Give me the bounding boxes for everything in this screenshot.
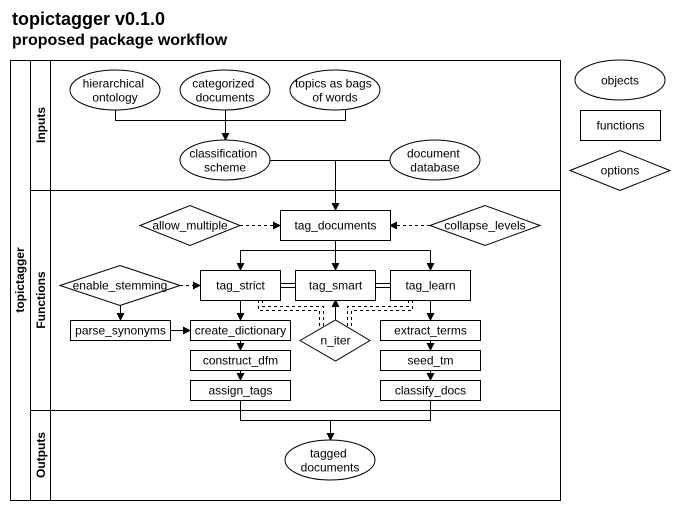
option-n-iter <box>299 319 371 362</box>
label-extract-terms: extract_terms <box>394 324 467 338</box>
diagram-title: topictagger v0.1.0 <box>12 9 166 29</box>
function-construct-dfm <box>190 350 291 371</box>
label-classification-scheme: classification scheme <box>189 147 260 175</box>
label-document-database: document database <box>407 147 463 175</box>
function-assign-tags <box>190 380 291 401</box>
connector-inputs-merge <box>115 110 346 121</box>
legend-objects-label: objects <box>601 74 639 88</box>
option-enable-stemming <box>58 264 182 307</box>
label-tag-strict: tag_strict <box>216 279 265 293</box>
label-create-dictionary: create_dictionary <box>195 324 286 338</box>
function-tag-smart <box>295 270 376 301</box>
function-parse-synonyms <box>70 320 171 341</box>
object-hierarchical-ontology <box>69 69 161 111</box>
label-classify-docs: classify_docs <box>395 384 466 398</box>
lane-label-functions: Functions <box>34 271 48 329</box>
lane-label-outputs: Outputs <box>34 432 48 478</box>
link-strict-smart <box>280 283 295 288</box>
label-collapse-levels: collapse_levels <box>444 219 525 233</box>
label-assign-tags: assign_tags <box>208 384 272 398</box>
object-categorized-documents <box>179 69 271 111</box>
pool-label: topictagger <box>13 247 27 313</box>
link-smart-learn <box>375 283 390 288</box>
label-tag-smart: tag_smart <box>309 279 363 293</box>
label-construct-dfm: construct_dfm <box>203 354 278 368</box>
function-tag-strict <box>200 270 281 301</box>
function-extract-terms <box>380 320 481 341</box>
function-seed-tm <box>380 350 481 371</box>
label-tag-documents: tag_documents <box>294 219 376 233</box>
label-n-iter: n_iter <box>320 334 350 348</box>
object-classification-scheme <box>179 139 271 181</box>
label-parse-synonyms: parse_synonyms <box>75 324 166 338</box>
function-create-dictionary <box>190 320 291 341</box>
label-enable-stemming: enable_stemming <box>73 279 168 293</box>
label-topics-as-bags: topics as bags of words <box>295 77 375 105</box>
object-document-database <box>389 139 481 181</box>
connector-tag-documents-fanout <box>240 240 431 251</box>
label-tag-learn: tag_learn <box>405 279 455 293</box>
label-tagged-documents: tagged documents <box>301 447 360 475</box>
pool-frame <box>10 60 561 501</box>
diagram-subtitle: proposed package workflow <box>12 32 228 49</box>
label-categorized-documents: categorized documents <box>192 77 257 105</box>
legend-functions-label: functions <box>596 119 644 133</box>
option-link-strict-to-n-iter <box>258 300 324 330</box>
label-allow-multiple: allow_multiple <box>152 219 228 233</box>
function-tag-documents <box>280 210 391 241</box>
option-link-learn-to-n-iter <box>347 300 413 330</box>
option-collapse-levels <box>428 204 542 247</box>
object-tagged-documents <box>284 439 376 481</box>
label-hierarchical-ontology: hierarchical ontology <box>83 77 148 105</box>
lane-label-inputs: Inputs <box>34 107 48 143</box>
option-allow-multiple <box>138 204 242 247</box>
object-topics-as-bags <box>289 69 381 111</box>
legend-objects-shape <box>574 59 666 101</box>
legend-functions-shape <box>580 110 661 141</box>
connector-outputs-merge <box>240 400 431 421</box>
legend-options-label: options <box>601 164 640 178</box>
function-tag-learn <box>390 270 471 301</box>
label-seed-tm: seed_tm <box>407 354 453 368</box>
legend-options-shape <box>568 149 672 192</box>
function-classify-docs <box>380 380 481 401</box>
